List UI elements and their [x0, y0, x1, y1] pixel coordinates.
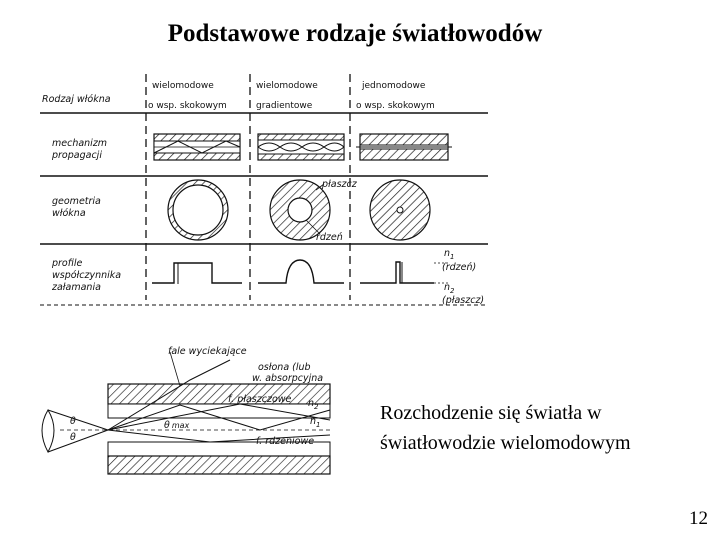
caption-line-2: światłowodzie wielomodowym [380, 432, 631, 454]
propagation-figure: fale wyciekające osłona (lub w. absorpcy… [41, 346, 331, 475]
label-n1-fig2: n1 [310, 416, 321, 429]
single-mode-cross-section [369, 179, 431, 241]
single-mode-propagation-diagram [356, 133, 452, 161]
row-label-geometria: geometria [52, 196, 101, 207]
col1-header-line1: wielomodowe [152, 81, 214, 91]
col3-header-line2: o wsp. skokowym [356, 101, 435, 111]
col1-header-line2: o wsp. skokowym [148, 101, 227, 111]
step-index-profile [152, 262, 242, 284]
label-n2-fig2: n2 [308, 398, 319, 411]
row-label-zalamania: załamania [51, 282, 101, 293]
label-theta-a-upper: θ [70, 416, 76, 427]
row-label-propagacji: propagacji [51, 150, 102, 161]
row-label-wlokna: włókna [52, 208, 86, 219]
label-n2: n2 [444, 282, 455, 295]
row-label-wspolczynnika: współczynnika [52, 270, 121, 281]
slide-title: Podstawowe rodzaje światłowodów [167, 20, 543, 47]
row-label-profile: profile [51, 258, 83, 269]
graded-index-profile [258, 259, 344, 284]
label-n1-note: (rdzeń) [442, 262, 476, 273]
label-theta-a-lower: θ [70, 432, 76, 443]
label-fale: fale wyciekające [168, 346, 247, 357]
graded-index-propagation-diagram [257, 133, 345, 161]
caption-line-1: Rozchodzenie się światła w [380, 402, 602, 424]
fiber-types-figure: Rodzaj włókna mechanizm propagacji geome… [40, 74, 488, 306]
row-label-rodzaj: Rodzaj włókna [42, 94, 111, 105]
label-rdzeniowe: f. rdzeniowe [256, 436, 314, 447]
label-n2-note: (płaszcz) [442, 295, 484, 306]
caption: Rozchodzenie się światła w światłowodzie… [380, 398, 700, 458]
step-index-propagation-diagram [153, 133, 241, 161]
col2-header-line2: gradientowe [256, 101, 313, 111]
label-rdzen: rdzeń [316, 232, 343, 243]
col2-header-line1: wielomodowe [256, 81, 318, 91]
col3-header-line1: jednomodowe [361, 81, 426, 91]
page-number: 12 [689, 508, 708, 529]
graded-index-cross-section [269, 179, 331, 241]
label-oslona-2: w. absorpcyjna [252, 373, 323, 384]
row-label-mechanizm: mechanizm [52, 138, 107, 149]
single-mode-profile [360, 261, 434, 284]
label-plaszczowe: f. płaszczowe [228, 394, 292, 405]
label-oslona-1: osłona (lub [258, 362, 311, 373]
step-index-cross-section [167, 179, 229, 241]
label-plaszcz: płaszcz [321, 179, 358, 190]
label-n1: n1 [444, 248, 455, 261]
